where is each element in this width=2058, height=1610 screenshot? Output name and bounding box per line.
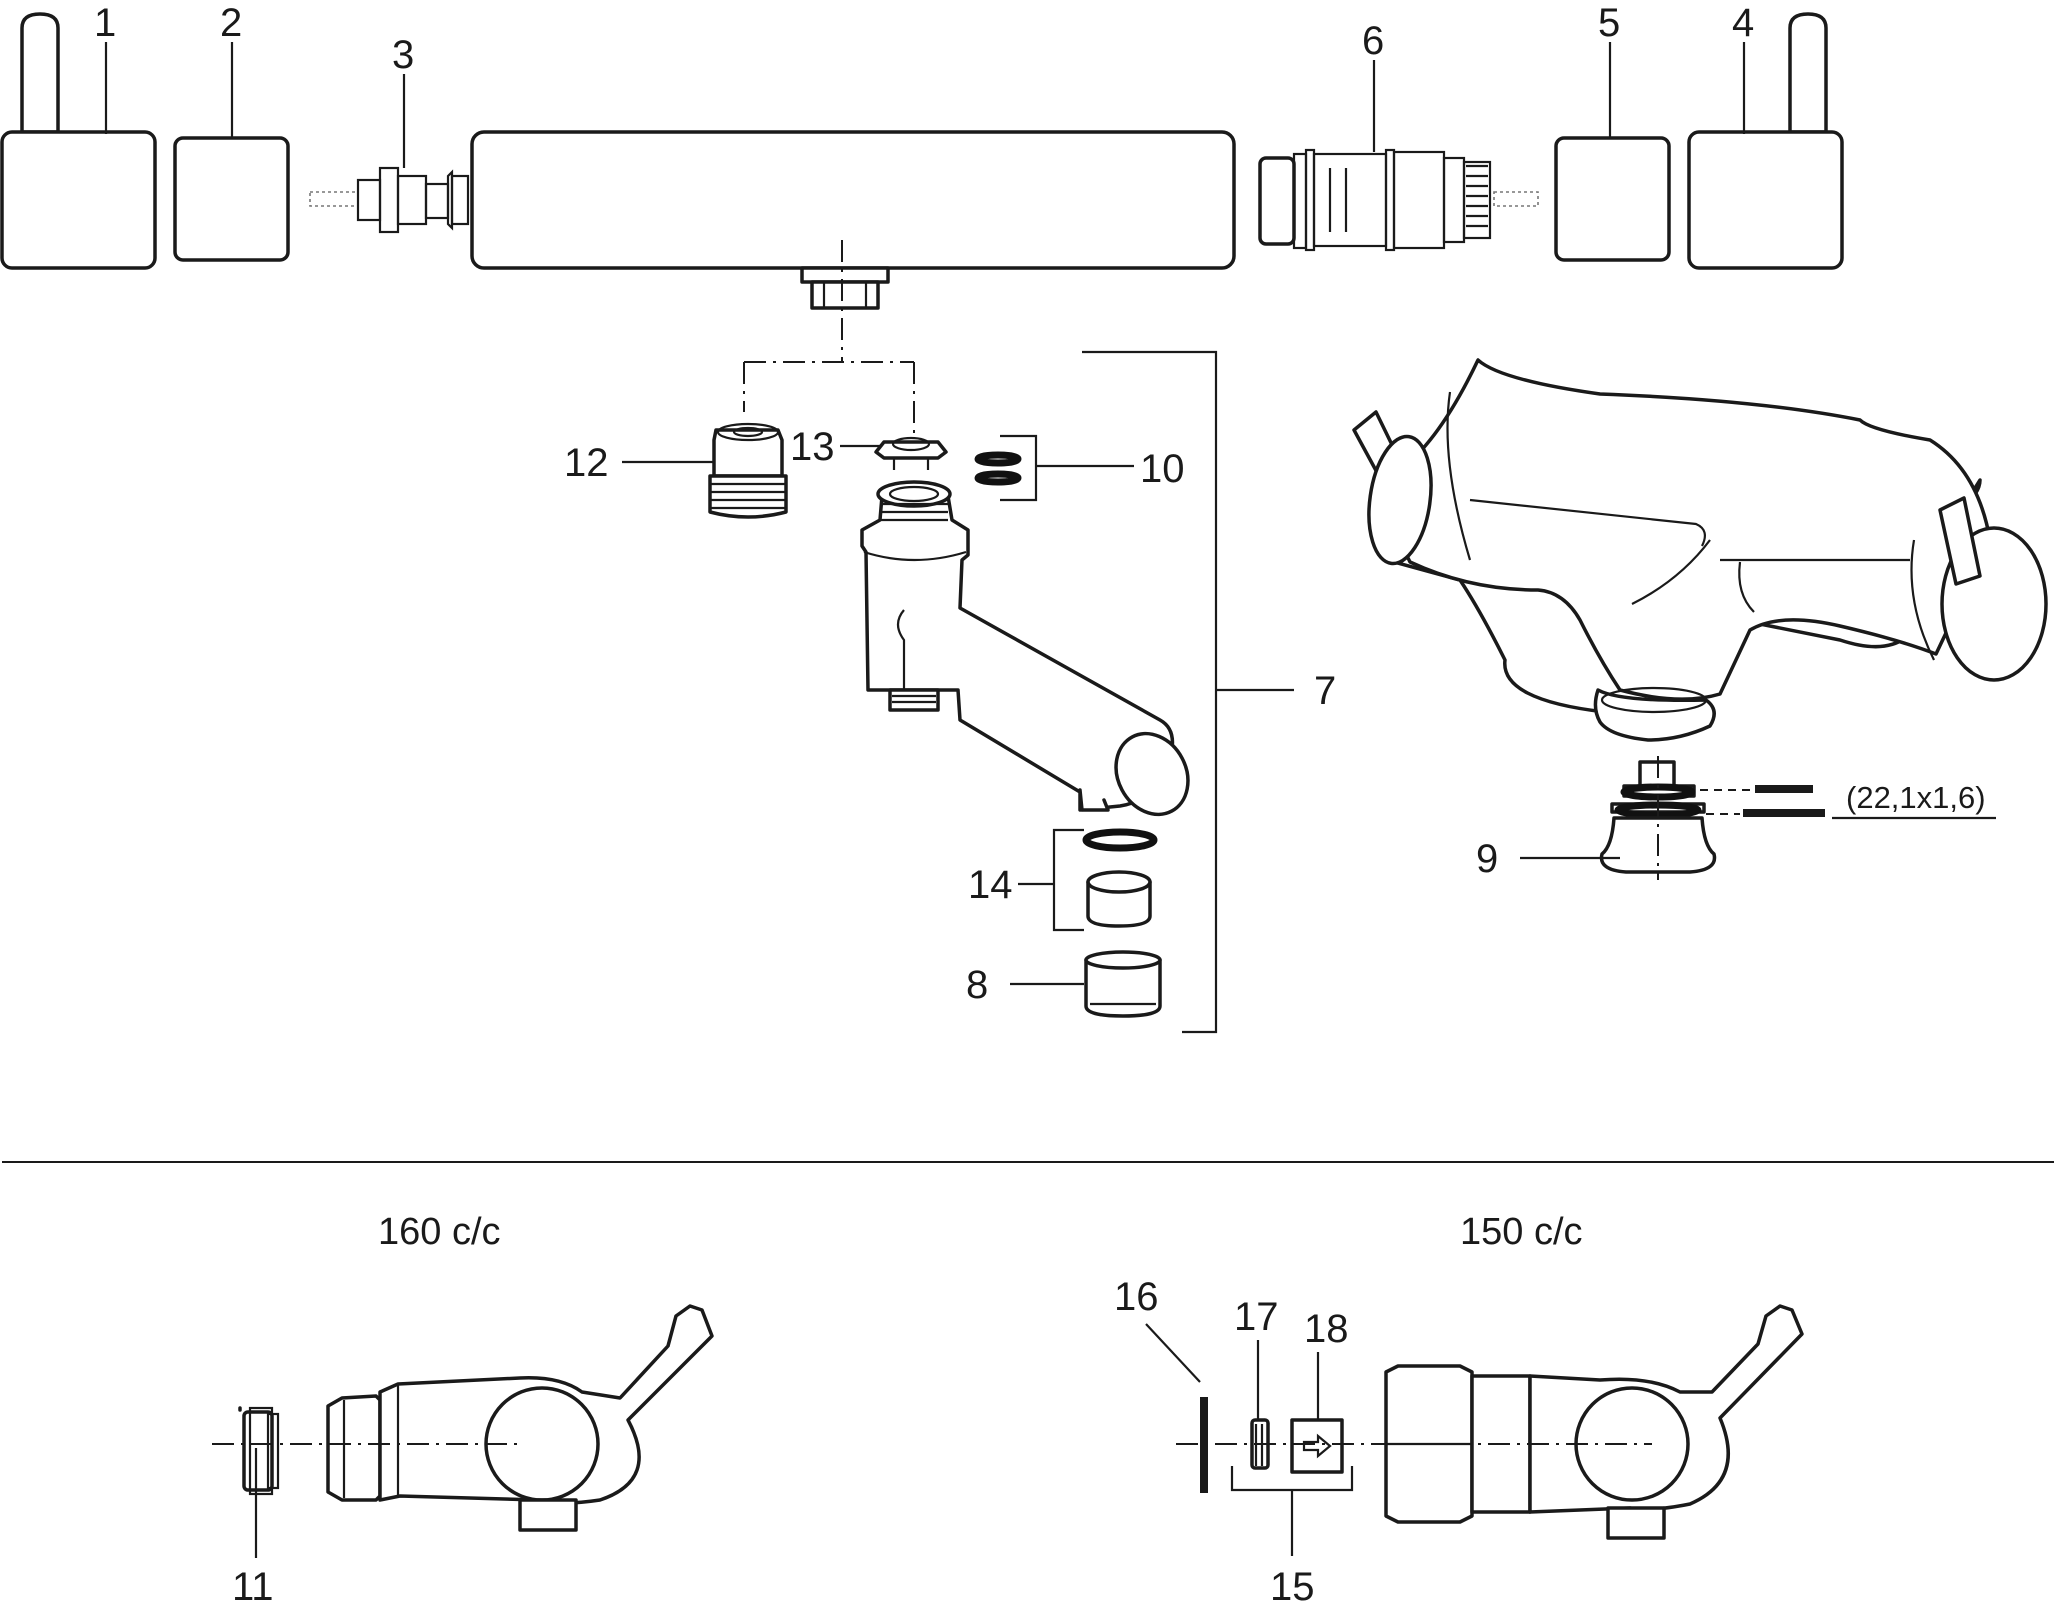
part-3-cartridge xyxy=(309,166,470,234)
callout-10: 10 xyxy=(1140,447,1185,491)
callout-2: 2 xyxy=(220,1,242,45)
elbow-150-view xyxy=(1176,1304,1804,1540)
part-12-adapter-nipple xyxy=(708,422,788,519)
part-4-handle xyxy=(1687,12,1844,270)
callout-1: 1 xyxy=(94,1,116,45)
part-1-handle xyxy=(0,12,157,270)
part-8-aerator-housing xyxy=(1084,950,1162,1018)
assembled-mixer-view xyxy=(1352,358,2048,742)
callout-4: 4 xyxy=(1732,1,1754,45)
callout-9: 9 xyxy=(1476,837,1498,881)
callout-15: 15 xyxy=(1270,1565,1315,1609)
caption-160-cc: 160 c/c xyxy=(378,1211,501,1253)
callout-12: 12 xyxy=(564,441,609,485)
part-5-cover xyxy=(1554,136,1671,262)
callout-7: 7 xyxy=(1314,669,1336,713)
callout-16: 16 xyxy=(1114,1275,1159,1319)
part-13-clip xyxy=(874,436,948,470)
elbow-160-view xyxy=(212,1304,714,1532)
seal-dimension-label: (22,1x1,6) xyxy=(1846,780,1986,815)
center-axis xyxy=(743,240,915,436)
body-outlet-nut xyxy=(800,266,890,310)
callout-8: 8 xyxy=(966,963,988,1007)
bracket-7 xyxy=(1082,350,1218,1034)
callout-6: 6 xyxy=(1362,19,1384,63)
caption-150-cc: 150 c/c xyxy=(1460,1211,1583,1253)
part-14-aerator-set xyxy=(1082,828,1158,928)
part-2-cover xyxy=(173,136,290,262)
callout-14: 14 xyxy=(968,863,1013,907)
callout-11: 11 xyxy=(232,1565,274,1609)
callout-17: 17 xyxy=(1234,1295,1279,1339)
callout-3: 3 xyxy=(392,33,414,77)
callout-18: 18 xyxy=(1304,1307,1349,1351)
callout-5: 5 xyxy=(1598,1,1620,45)
part-7-spout xyxy=(860,480,1190,817)
part-6-thermostat-cartridge xyxy=(1258,148,1539,252)
mixer-body-bar xyxy=(470,130,1236,270)
part-10-o-rings xyxy=(974,451,1022,486)
part-9-valve-assembly xyxy=(1599,756,1825,880)
callout-13: 13 xyxy=(790,425,835,469)
